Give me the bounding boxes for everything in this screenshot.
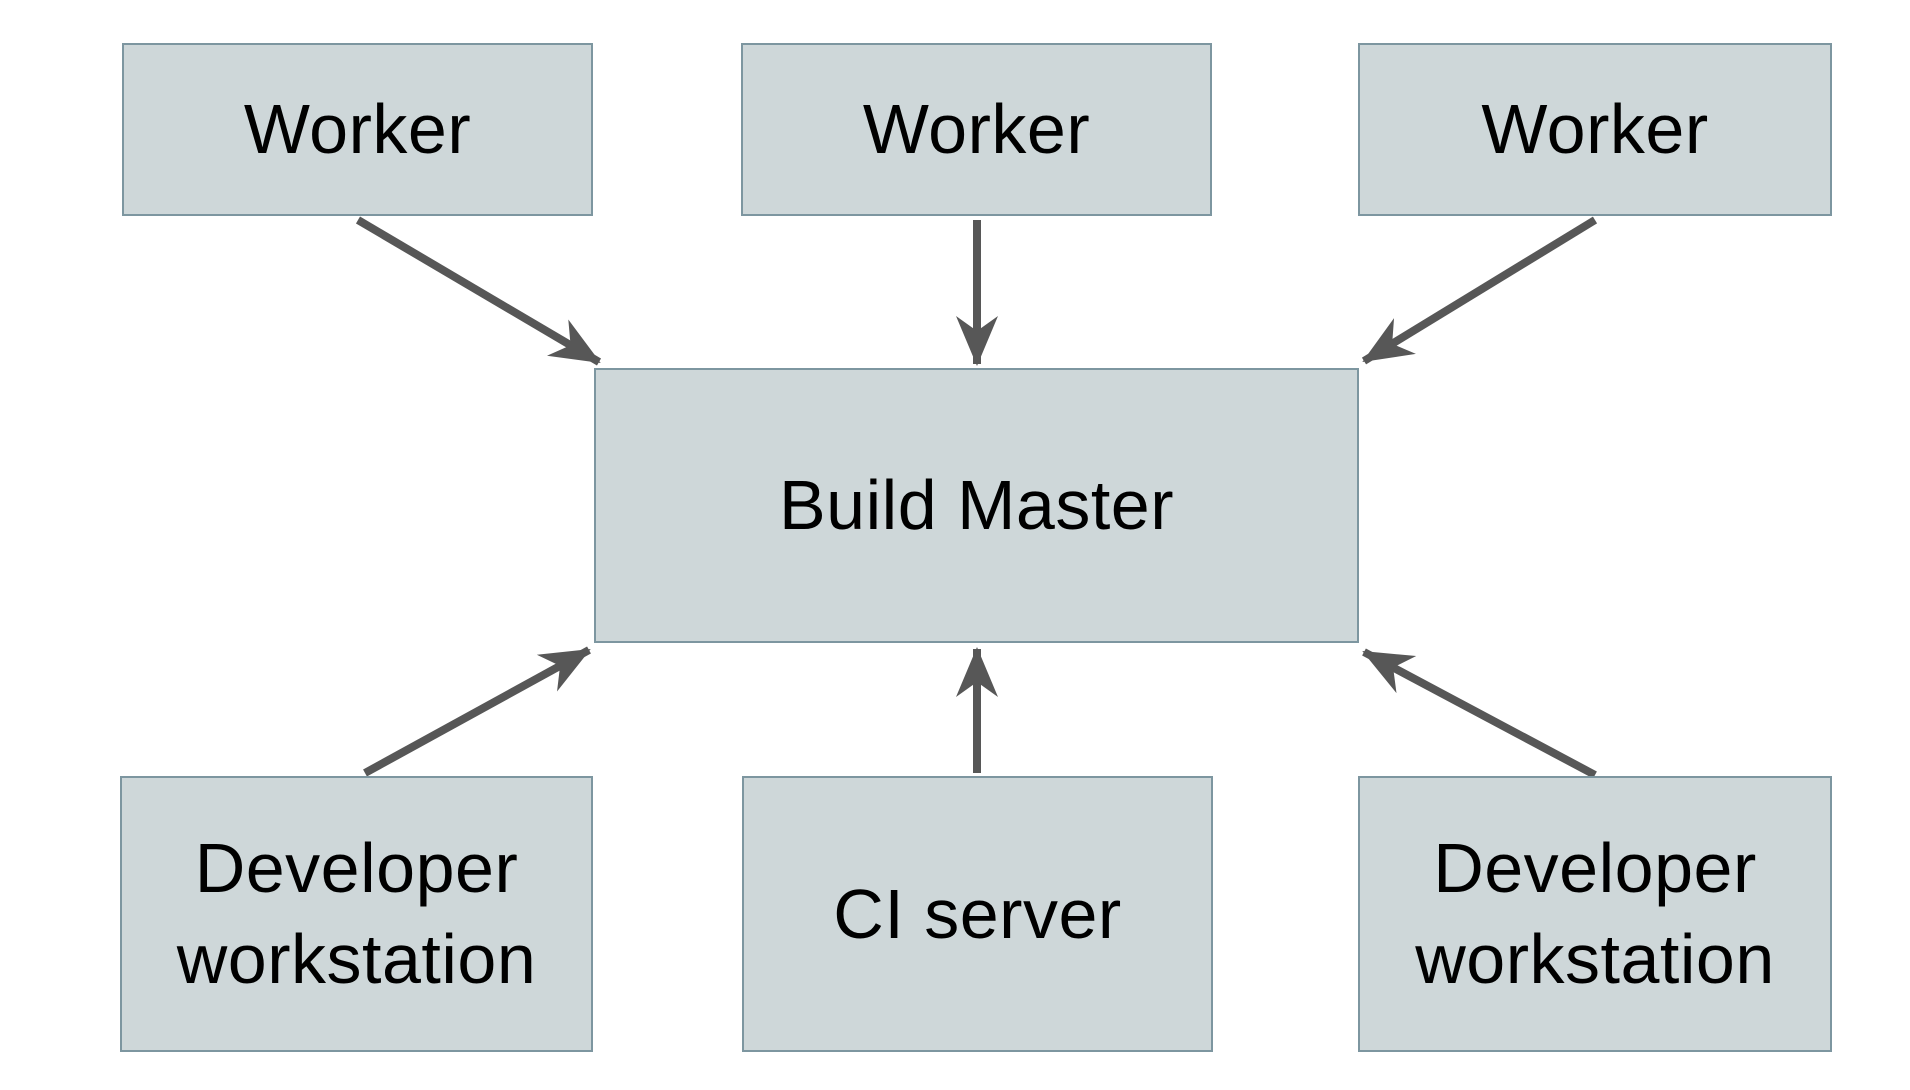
node-worker-3: Worker [1358, 43, 1832, 216]
node-dev-workstation-1-label-line1: Developer [194, 829, 519, 907]
edge-worker3-to-buildmaster-arrow [1361, 216, 1598, 365]
node-dev-workstation-2-label-line1: Developer [1433, 829, 1757, 907]
node-worker-3-label: Worker [1481, 90, 1709, 168]
node-ci-server: CI server [742, 776, 1213, 1052]
node-worker-1-label: Worker [243, 90, 472, 168]
node-worker-1: Worker [122, 43, 593, 216]
node-dev-workstation-1-label-line2: workstation [176, 920, 537, 998]
edge-devworkstation1-to-buildmaster-arrow [363, 646, 591, 777]
node-dev-workstation-2-label-line2: workstation [1415, 920, 1775, 998]
node-ci-server-label: CI server [833, 874, 1122, 953]
node-dev-workstation-1: Developer workstation [120, 776, 593, 1052]
node-dev-workstation-2: Developer workstation [1358, 776, 1832, 1052]
node-build-master-label: Build Master [778, 466, 1175, 544]
node-build-master: Build Master [594, 368, 1359, 643]
edge-worker1-to-buildmaster-arrow [355, 216, 602, 366]
edge-devworkstation2-to-buildmaster-arrow [1362, 648, 1597, 779]
node-worker-2: Worker [741, 43, 1212, 216]
node-worker-2-label: Worker [862, 90, 1091, 168]
